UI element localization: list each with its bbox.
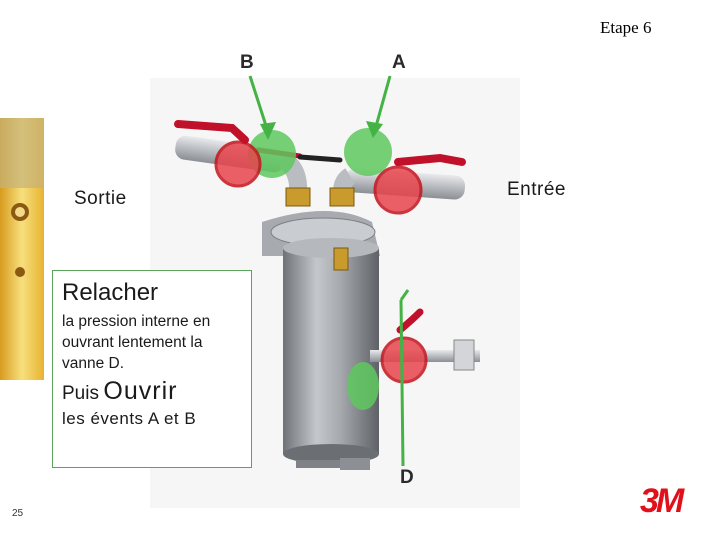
arrow-b: [248, 75, 276, 140]
inlet-label: Entrée: [507, 179, 566, 200]
valve-d-closed-marker: [380, 336, 428, 384]
vent-a-label: A: [392, 52, 406, 73]
inlet-valve-handle: [394, 153, 466, 166]
decorative-photo-strip: [0, 118, 44, 380]
instruction-vents: les évents A et B: [62, 409, 197, 428]
instruction-box: Relacher la pression interne en ouvrant …: [52, 270, 252, 468]
arrow-d: [399, 289, 410, 467]
valve-d-open-marker: [347, 362, 379, 410]
instruction-action-line: Puis Ouvrir: [62, 377, 251, 409]
step-title: Etape 6: [600, 18, 652, 37]
vent-a-open-marker: [344, 128, 392, 176]
instruction-heading: Relacher: [62, 279, 159, 306]
valve-d-label: D: [400, 467, 414, 488]
outlet-label: Sortie: [74, 188, 127, 209]
vent-b-label: B: [240, 52, 254, 73]
filter-housing: [262, 211, 380, 470]
instruction-then: Puis: [62, 383, 99, 404]
outlet-valve-handle: [174, 120, 249, 144]
arrow-a: [366, 75, 392, 138]
inlet-valve-closed-marker: [373, 165, 423, 215]
instruction-body: la pression interne en ouvrant lentement…: [62, 313, 211, 372]
brand-logo: 3M: [640, 482, 684, 520]
page-number: 25: [12, 508, 24, 519]
instruction-action: Ouvrir: [103, 377, 178, 405]
brass-fitting-outlet: [285, 187, 311, 207]
brass-fitting-inlet: [329, 187, 355, 207]
outlet-valve-closed-marker: [214, 140, 262, 188]
